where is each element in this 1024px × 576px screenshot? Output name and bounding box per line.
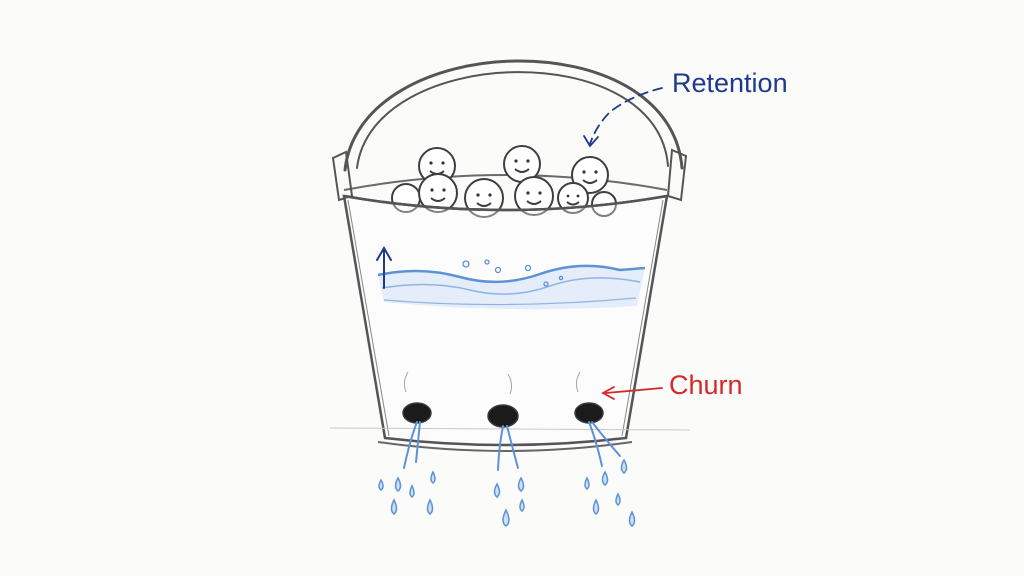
customer-smiley-faces — [391, 145, 617, 218]
smiley-face-icon — [557, 182, 589, 214]
water-drop-icon — [592, 498, 600, 515]
water-bubbles — [462, 259, 564, 287]
smiley-face-icon — [514, 176, 554, 216]
bucket-rim-front — [343, 194, 668, 212]
water-drop-icon — [601, 470, 609, 486]
water-drop-icon — [409, 484, 415, 498]
leak-holes — [402, 402, 604, 428]
hole-icon — [487, 404, 519, 428]
hole-icon — [574, 402, 604, 424]
smiley-face-icon — [418, 173, 458, 213]
water-drop-icon — [390, 498, 398, 515]
water-drop-icon — [628, 510, 636, 527]
water-drop-icon — [502, 508, 510, 527]
smiley-face-icon — [571, 156, 609, 194]
ground-line — [329, 427, 691, 431]
retention-label: Retention — [672, 68, 788, 98]
water-level — [377, 259, 646, 310]
hole-icon — [402, 402, 432, 424]
water-drop-icon — [493, 482, 501, 498]
water-drop-icon — [517, 476, 525, 492]
churn-label: Churn — [669, 370, 743, 400]
bucket-handle — [331, 59, 688, 202]
water-drop-icon — [620, 458, 628, 474]
bucket-body-sketch-line — [347, 199, 664, 437]
water-drop-icon — [378, 478, 384, 491]
smiley-face-icon — [464, 178, 504, 218]
water-drop-icon — [615, 492, 621, 506]
water-drop-icon — [430, 470, 436, 484]
churn-arrow — [601, 386, 663, 400]
up-arrow-icon — [376, 246, 392, 289]
water-drop-icon — [394, 476, 402, 492]
leak-wisps — [403, 371, 581, 395]
water-drop-icon — [584, 476, 590, 490]
water-drop-icon — [426, 498, 434, 515]
bucket-rim-back — [343, 174, 668, 191]
retention-arrow — [583, 87, 663, 148]
water-drop-icon — [519, 498, 525, 512]
water-drops — [378, 458, 636, 527]
leaking-water-streams — [403, 421, 621, 471]
